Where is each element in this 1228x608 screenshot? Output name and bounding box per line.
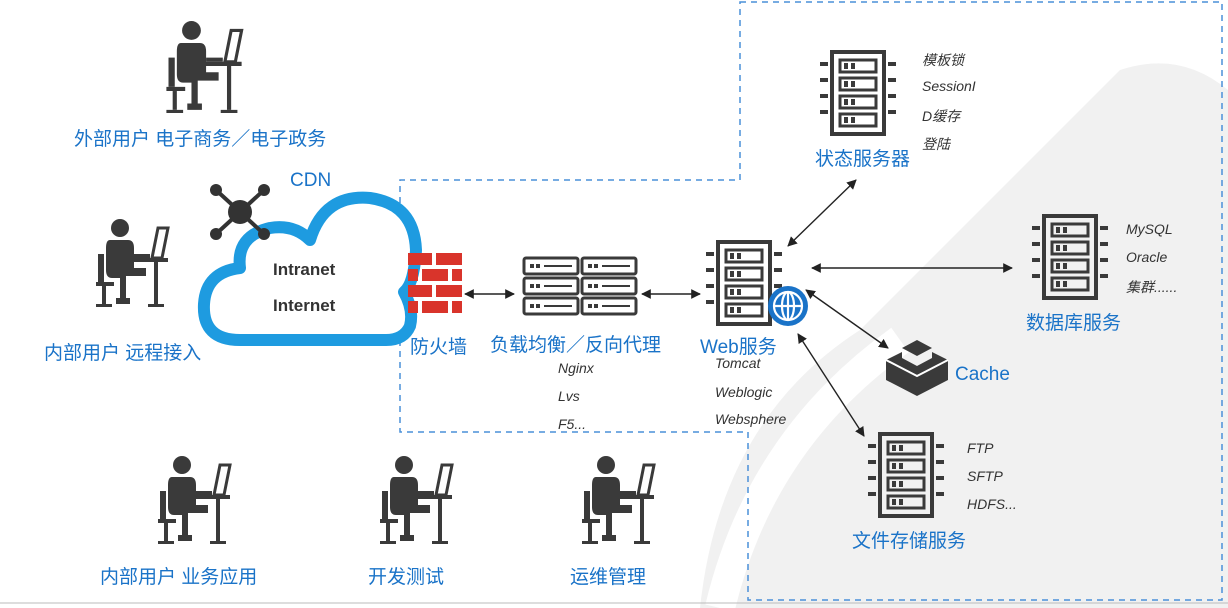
web-item-weblogic: Weblogic [715, 384, 773, 400]
cache-icon [885, 340, 949, 396]
cache-label: Cache [955, 364, 1010, 385]
ops-user-icon [578, 455, 658, 545]
file-item-ftp: FTP [967, 440, 994, 456]
db-item-mysql: MySQL [1126, 221, 1173, 237]
lb-item-nginx: Nginx [558, 360, 594, 376]
load-balancer-label: 负载均衡／反向代理 [490, 335, 662, 356]
business-user-icon [154, 455, 234, 545]
remote-user-label: 内部用户 远程接入 [44, 343, 202, 364]
file-item-hdfs: HDFS... [967, 496, 1017, 512]
database-server-icon [1030, 212, 1110, 302]
network-node-icon [210, 184, 270, 240]
globe-icon [768, 286, 808, 326]
arrow-web-file [797, 333, 865, 437]
lb-item-lvs: Lvs [558, 388, 580, 404]
devtest-label: 开发测试 [368, 567, 445, 588]
file-storage-label: 文件存储服务 [852, 531, 967, 552]
state-server-label: 状态服务器 [815, 149, 911, 170]
state-item-template-lock: 模板锁 [922, 52, 964, 68]
internet-label: Internet [273, 296, 336, 315]
firewall-icon [408, 253, 462, 313]
web-label: Web服务 [700, 337, 777, 358]
cdn-label: CDN [290, 170, 332, 191]
state-item-d-cache: D缓存 [922, 108, 961, 124]
web-item-tomcat: Tomcat [715, 355, 761, 371]
arrow-web-cache [805, 289, 889, 349]
firewall-label: 防火墙 [410, 337, 468, 358]
load-balancer-icon [522, 256, 638, 316]
state-item-login: 登陆 [922, 136, 950, 152]
external-user-label: 外部用户 电子商务／电子政务 [74, 129, 327, 150]
db-item-oracle: Oracle [1126, 249, 1168, 265]
ops-label: 运维管理 [570, 567, 647, 588]
lb-item-f5: F5... [558, 416, 587, 432]
state-server-icon [818, 48, 898, 138]
devtest-user-icon [376, 455, 456, 545]
file-storage-server-icon [866, 430, 946, 520]
database-label: 数据库服务 [1026, 313, 1122, 334]
state-item-session: SessionI [922, 78, 976, 94]
file-item-sftp: SFTP [967, 468, 1003, 484]
business-user-label: 内部用户 业务应用 [100, 567, 258, 588]
web-item-websphere: Websphere [715, 411, 787, 427]
external-user-icon [162, 20, 246, 114]
remote-user-icon [92, 218, 172, 308]
intranet-label: Intranet [273, 260, 336, 279]
db-item-cluster: 集群...... [1126, 279, 1178, 295]
arrow-web-state [787, 179, 857, 247]
